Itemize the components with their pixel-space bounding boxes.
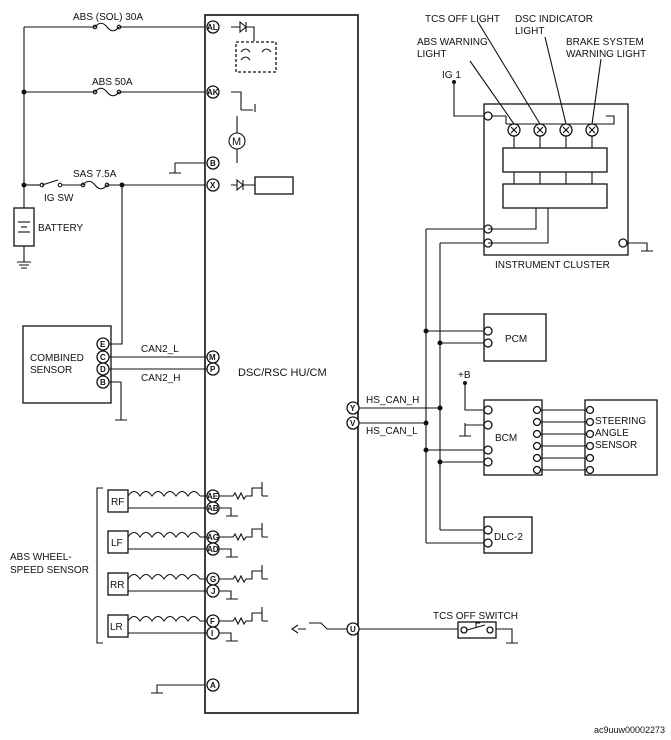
pin-u: U xyxy=(350,625,356,634)
bcm: BCM +B xyxy=(458,370,543,476)
motor-symbol: M xyxy=(232,136,241,148)
cs-pin-c: C xyxy=(100,353,106,362)
abs-warning-line1: ABS WARNING xyxy=(417,37,488,48)
sensor-lr: LR xyxy=(110,622,123,633)
wheel-group-line2: SPEED SENSOR xyxy=(10,565,89,576)
sensor-rr: RR xyxy=(110,580,124,591)
instrument-cluster: INSTRUMENT CLUSTER IG 1 TCS OFF LIGHT DS… xyxy=(417,14,653,271)
module-label: DSC/RSC HU/CM xyxy=(238,367,327,379)
dlc-2: DLC-2 xyxy=(483,516,533,554)
pin-ab: AB xyxy=(207,504,219,513)
pin-j: J xyxy=(211,587,215,596)
internal-relays: M xyxy=(169,20,294,195)
dsc-rsc-module-box xyxy=(204,14,359,714)
brake-warning-line1: BRAKE SYSTEM xyxy=(566,37,644,48)
pin-g: G xyxy=(210,575,216,584)
pin-a-ground xyxy=(151,684,205,694)
dlc2-label: DLC-2 xyxy=(494,532,523,543)
pin-ak: AK xyxy=(207,88,219,97)
left-pins: AL AK B X M P AE AB AG AD G J F I A xyxy=(206,20,220,692)
hs-can-bus: HS_CAN_H HS_CAN_L xyxy=(359,228,484,544)
steering-line2: ANGLE xyxy=(595,428,629,439)
battery-label: BATTERY xyxy=(38,223,84,234)
pin-b: B xyxy=(210,159,216,168)
pin-a: A xyxy=(210,681,216,690)
steering-line3: SENSOR xyxy=(595,440,637,451)
hs-can-l-label: HS_CAN_L xyxy=(366,426,418,437)
combined-sensor-line2: SENSOR xyxy=(30,365,72,376)
tcs-switch-label: TCS OFF SWITCH xyxy=(433,611,518,622)
cs-pin-b: B xyxy=(100,378,106,387)
ig1-label: IG 1 xyxy=(442,70,461,81)
cs-pin-e: E xyxy=(100,340,106,349)
wheel-group-line1: ABS WHEEL- xyxy=(10,552,72,563)
hs-can-h-label: HS_CAN_H xyxy=(366,395,419,406)
fuse-abs-sol-label: ABS (SOL) 30A xyxy=(73,12,143,23)
pin-al: AL xyxy=(207,23,218,32)
ig-sw-label: IG SW xyxy=(44,193,74,204)
dsc-indicator-line1: DSC INDICATOR xyxy=(515,14,593,25)
pin-ae: AE xyxy=(207,492,219,501)
pin-ag: AG xyxy=(207,533,219,542)
bcm-label: BCM xyxy=(495,433,517,444)
pin-m: M xyxy=(209,353,216,362)
sensor-lf: LF xyxy=(111,538,123,549)
pcm: PCM xyxy=(483,313,547,362)
steering-angle-sensor: STEERING ANGLE SENSOR xyxy=(532,399,658,476)
right-pins: Y V U xyxy=(346,401,360,636)
wheel-sensors: ABS WHEEL- SPEED SENSOR RF LF RR LR xyxy=(10,487,207,644)
can2-h-label: CAN2_H xyxy=(141,373,180,384)
pin-i: I xyxy=(211,629,213,638)
pin-y: Y xyxy=(350,404,356,413)
cs-pin-d: D xyxy=(100,365,106,374)
brake-warning-line2: WARNING LIGHT xyxy=(566,49,646,60)
tcs-off-light-label: TCS OFF LIGHT xyxy=(425,14,500,25)
pin-f: F xyxy=(210,617,215,626)
internal-sensor-circuits xyxy=(219,482,347,642)
combined-sensor: COMBINED SENSOR E C D B CAN2_L CAN2_H xyxy=(22,185,207,421)
can2-l-label: CAN2_L xyxy=(141,344,179,355)
steering-line1: STEERING xyxy=(595,416,646,427)
tcs-off-switch: TCS OFF SWITCH xyxy=(359,611,518,644)
abs-warning-line2: LIGHT xyxy=(417,49,446,60)
cluster-label: INSTRUMENT CLUSTER xyxy=(495,260,610,271)
reference-code: ac9uuw00002273 xyxy=(594,725,665,735)
combined-sensor-line1: COMBINED xyxy=(30,353,84,364)
plus-b-label: +B xyxy=(458,370,471,381)
sensor-rf: RF xyxy=(111,497,124,508)
pcm-label: PCM xyxy=(505,334,527,345)
pin-ad: AD xyxy=(207,545,219,554)
dsc-indicator-line2: LIGHT xyxy=(515,26,544,37)
fuse-abs-label: ABS 50A xyxy=(92,77,133,88)
pin-p: P xyxy=(210,365,216,374)
fuse-sas-label: SAS 7.5A xyxy=(73,169,117,180)
pin-x: X xyxy=(210,181,216,190)
power-feed: ABS (SOL) 30A ABS 50A SAS 7.5A IG SW BAT… xyxy=(13,12,205,269)
pin-v: V xyxy=(350,419,356,428)
